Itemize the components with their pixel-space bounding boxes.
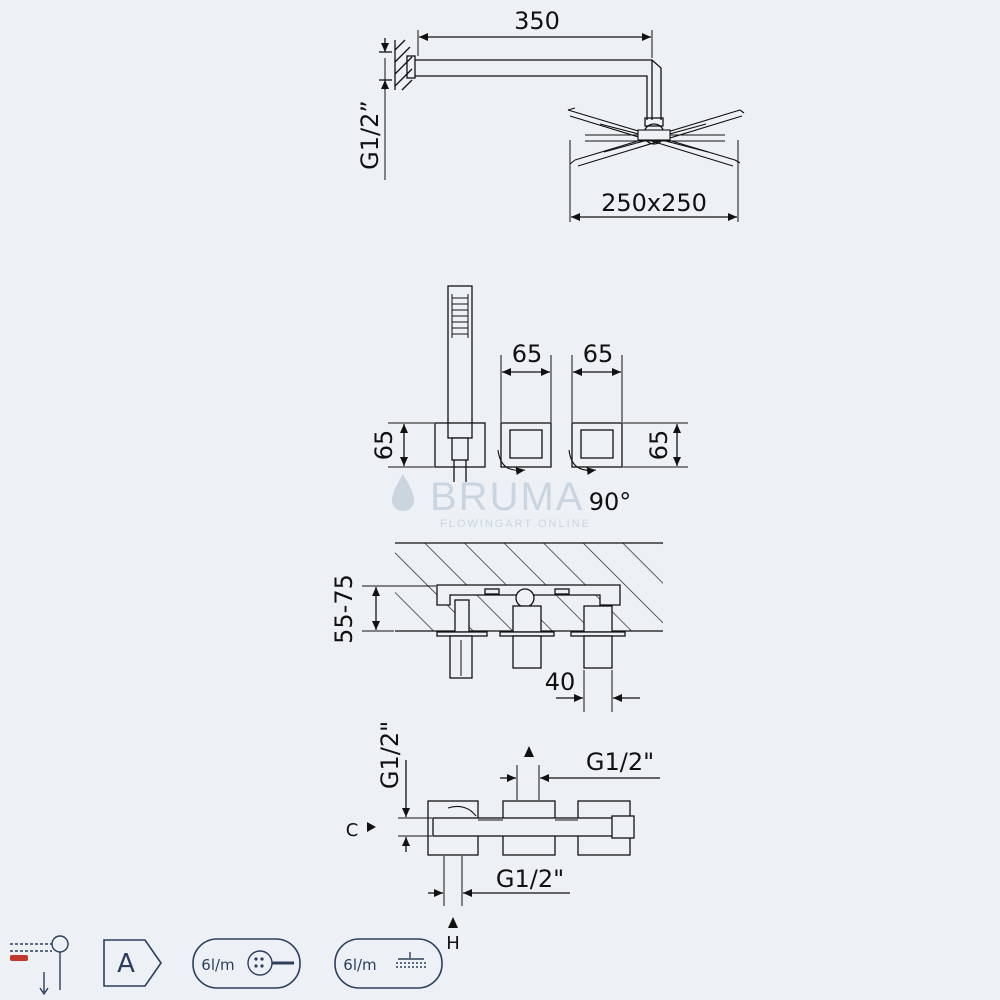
handshower-icon xyxy=(10,935,69,996)
dim-spacing: 40 xyxy=(545,668,576,696)
dim-bottom-outlet-thread: G1/2" xyxy=(496,865,564,893)
control-plate-2 xyxy=(571,422,623,468)
dim-arm-thread: G1/2” xyxy=(356,100,384,170)
dim-head-size: 250x250 xyxy=(601,189,707,217)
dim-arm-length: 350 xyxy=(514,7,560,35)
shower-head xyxy=(567,107,745,167)
shower-arm xyxy=(415,59,662,120)
dim-rotation: 90° xyxy=(589,488,632,516)
headshower-flow-badge: 6l/m xyxy=(334,938,443,989)
headshower-flow-value: 6l/m xyxy=(343,956,376,974)
hot-inlet-arrow xyxy=(448,917,458,928)
dim-top-outlet-thread: G1/2" xyxy=(586,748,654,776)
rotation-arrow-2 xyxy=(568,449,597,476)
handshower-flow-badge: 6l/m xyxy=(192,938,301,989)
control-plate-1 xyxy=(500,422,552,468)
dim-plate-height-right: 65 xyxy=(645,430,673,461)
drop-icon xyxy=(392,474,414,511)
wall-section xyxy=(394,39,413,91)
watermark-brand: BRUMA xyxy=(430,475,584,519)
watermark-tagline: FLOWINGART ONLINE xyxy=(440,518,591,530)
wall-flange xyxy=(406,55,416,79)
cold-label: C xyxy=(346,820,359,841)
dim-handle-width-1: 65 xyxy=(512,340,543,368)
dim-plate-height-left: 65 xyxy=(370,430,398,461)
front-view xyxy=(388,285,688,482)
top-inlet-arrow xyxy=(524,746,534,757)
shower-arm-view xyxy=(379,30,745,222)
watermark: BRUMA FLOWINGART ONLINE xyxy=(392,474,591,530)
energy-class-badge: A xyxy=(103,939,162,987)
dim-inlet-side-thread: G1/2" xyxy=(376,721,404,789)
dim-wall-depth: 55-75 xyxy=(330,574,358,644)
rotation-arrow-1 xyxy=(497,449,526,476)
hot-label: H xyxy=(446,933,460,954)
holder-plate xyxy=(434,422,486,468)
wall-section-view xyxy=(362,542,663,712)
top-body xyxy=(432,817,632,837)
handshower-head-icon xyxy=(247,950,273,976)
energy-class-label: A xyxy=(117,949,135,979)
handshower-flow-value: 6l/m xyxy=(201,956,234,974)
top-view xyxy=(398,760,660,906)
cold-inlet-arrow xyxy=(367,822,376,832)
ball-joint xyxy=(644,117,664,127)
dim-handle-width-2: 65 xyxy=(583,340,614,368)
rain-shower-icon xyxy=(396,952,426,968)
